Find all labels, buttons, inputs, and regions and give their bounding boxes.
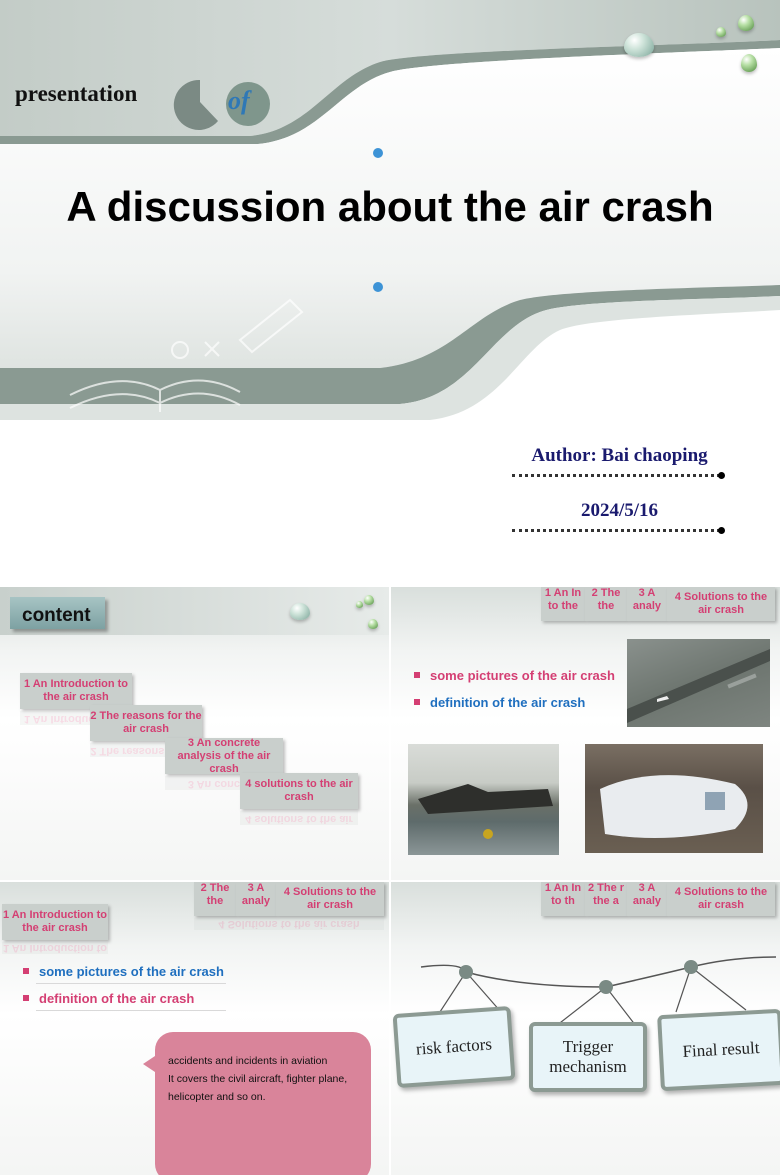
presentation-label: presentation — [15, 81, 138, 106]
water-drop-icon — [741, 54, 757, 72]
tab-reflection: 1 An Introduction to the air crash — [2, 942, 108, 954]
divider-end-dot — [718, 472, 725, 479]
bubble-pointer — [143, 1056, 155, 1072]
tab-analysis[interactable]: 3 A analy — [627, 882, 667, 916]
date-line: 2024/5/16 — [580, 500, 659, 521]
toc-item-reasons[interactable]: 2 The reasons for the air crash — [90, 705, 202, 741]
cover-background — [0, 0, 780, 420]
cover-slide: presentation of A discussion about the a… — [0, 0, 780, 585]
bullet-pictures-label: some pictures of the air crash — [430, 668, 615, 683]
toc-item-reflection: 4 solutions to the air crash — [240, 811, 358, 825]
divider — [36, 1010, 226, 1011]
sign-risk-factors: risk factors — [392, 1005, 516, 1089]
tab-solutions[interactable]: 4 Solutions to the air crash — [667, 587, 775, 621]
bullet-definition[interactable]: definition of the air crash — [414, 695, 585, 710]
tab-introduction[interactable]: 1 An Introduction to the air crash — [2, 904, 108, 940]
divider — [512, 529, 720, 532]
crash-water-photo — [408, 744, 559, 855]
toc-item-introduction[interactable]: 1 An Introduction to the air crash — [20, 673, 132, 709]
definition-line: accidents and incidents in aviation — [168, 1055, 328, 1067]
water-drop-icon — [624, 33, 654, 57]
tab-reasons[interactable]: 2 The the — [194, 882, 236, 916]
bullet-pictures-label: some pictures of the air crash — [39, 964, 224, 979]
tab-solutions[interactable]: 4 Solutions to the air crash — [276, 882, 384, 916]
tab-solutions[interactable]: 4 Solutions to the air crash — [667, 882, 775, 916]
tab-introduction[interactable]: 1 An In to th — [541, 882, 585, 916]
content-heading: content — [22, 605, 91, 626]
pictures-slide: 1 An In to the 2 The the 3 A analy 4 Sol… — [391, 587, 780, 880]
divider — [512, 474, 720, 477]
tab-introduction[interactable]: 1 An In to the — [541, 587, 585, 621]
tab-reflection: 4 Solutions to the air crash — [194, 918, 384, 930]
sign-final-result: Final result — [657, 1008, 780, 1092]
water-drop-icon — [716, 27, 726, 37]
toc-item-analysis[interactable]: 3 An concrete analysis of the air crash — [165, 737, 283, 775]
toc-slide: content 1 An Introduction to the air cra… — [0, 587, 389, 880]
tab-reasons[interactable]: 2 The r the a — [585, 882, 627, 916]
hanging-wire — [420, 956, 777, 1027]
water-drop-icon — [290, 603, 310, 620]
of-label: of — [228, 86, 250, 115]
water-drop-icon — [368, 619, 378, 629]
water-drop-icon — [356, 601, 363, 608]
runway-aerial-photo — [627, 639, 770, 727]
presentation-title: A discussion about the air crash — [66, 183, 714, 230]
definition-line: It covers the civil aircraft, fighter pl… — [168, 1073, 348, 1085]
wreckage-photo — [585, 744, 763, 853]
tab-analysis[interactable]: 3 A analy — [627, 587, 667, 621]
divider — [36, 983, 226, 984]
content-heading-box — [10, 597, 105, 629]
mechanism-slide: 1 An In to th 2 The r the a 3 A analy 4 … — [391, 882, 780, 1175]
bullet-definition-label: definition of the air crash — [430, 695, 586, 710]
sign-trigger-mechanism: Trigger mechanism — [529, 1022, 647, 1092]
tab-analysis[interactable]: 3 A analy — [236, 882, 276, 916]
water-drop-icon — [738, 15, 754, 31]
bullet-definition[interactable]: definition of the air crash — [23, 991, 194, 1006]
definition-bubble: accidents and incidents in aviation It c… — [143, 1032, 371, 1175]
bullet-pictures[interactable]: some pictures of the air crash — [414, 668, 615, 683]
definition-slide: 1 An Introduction to the air crash 1 An … — [0, 882, 389, 1175]
definition-line: helicopter and so on. — [168, 1091, 266, 1103]
tab-reasons[interactable]: 2 The the — [585, 587, 627, 621]
bullet-definition-label: definition of the air crash — [39, 991, 195, 1006]
divider-end-dot — [718, 527, 725, 534]
water-drop-icon — [364, 595, 374, 605]
author-line: Author: Bai chaoping — [531, 445, 708, 466]
bullet-pictures[interactable]: some pictures of the air crash — [23, 964, 224, 979]
toc-item-solutions[interactable]: 4 solutions to the air crash — [240, 773, 358, 809]
